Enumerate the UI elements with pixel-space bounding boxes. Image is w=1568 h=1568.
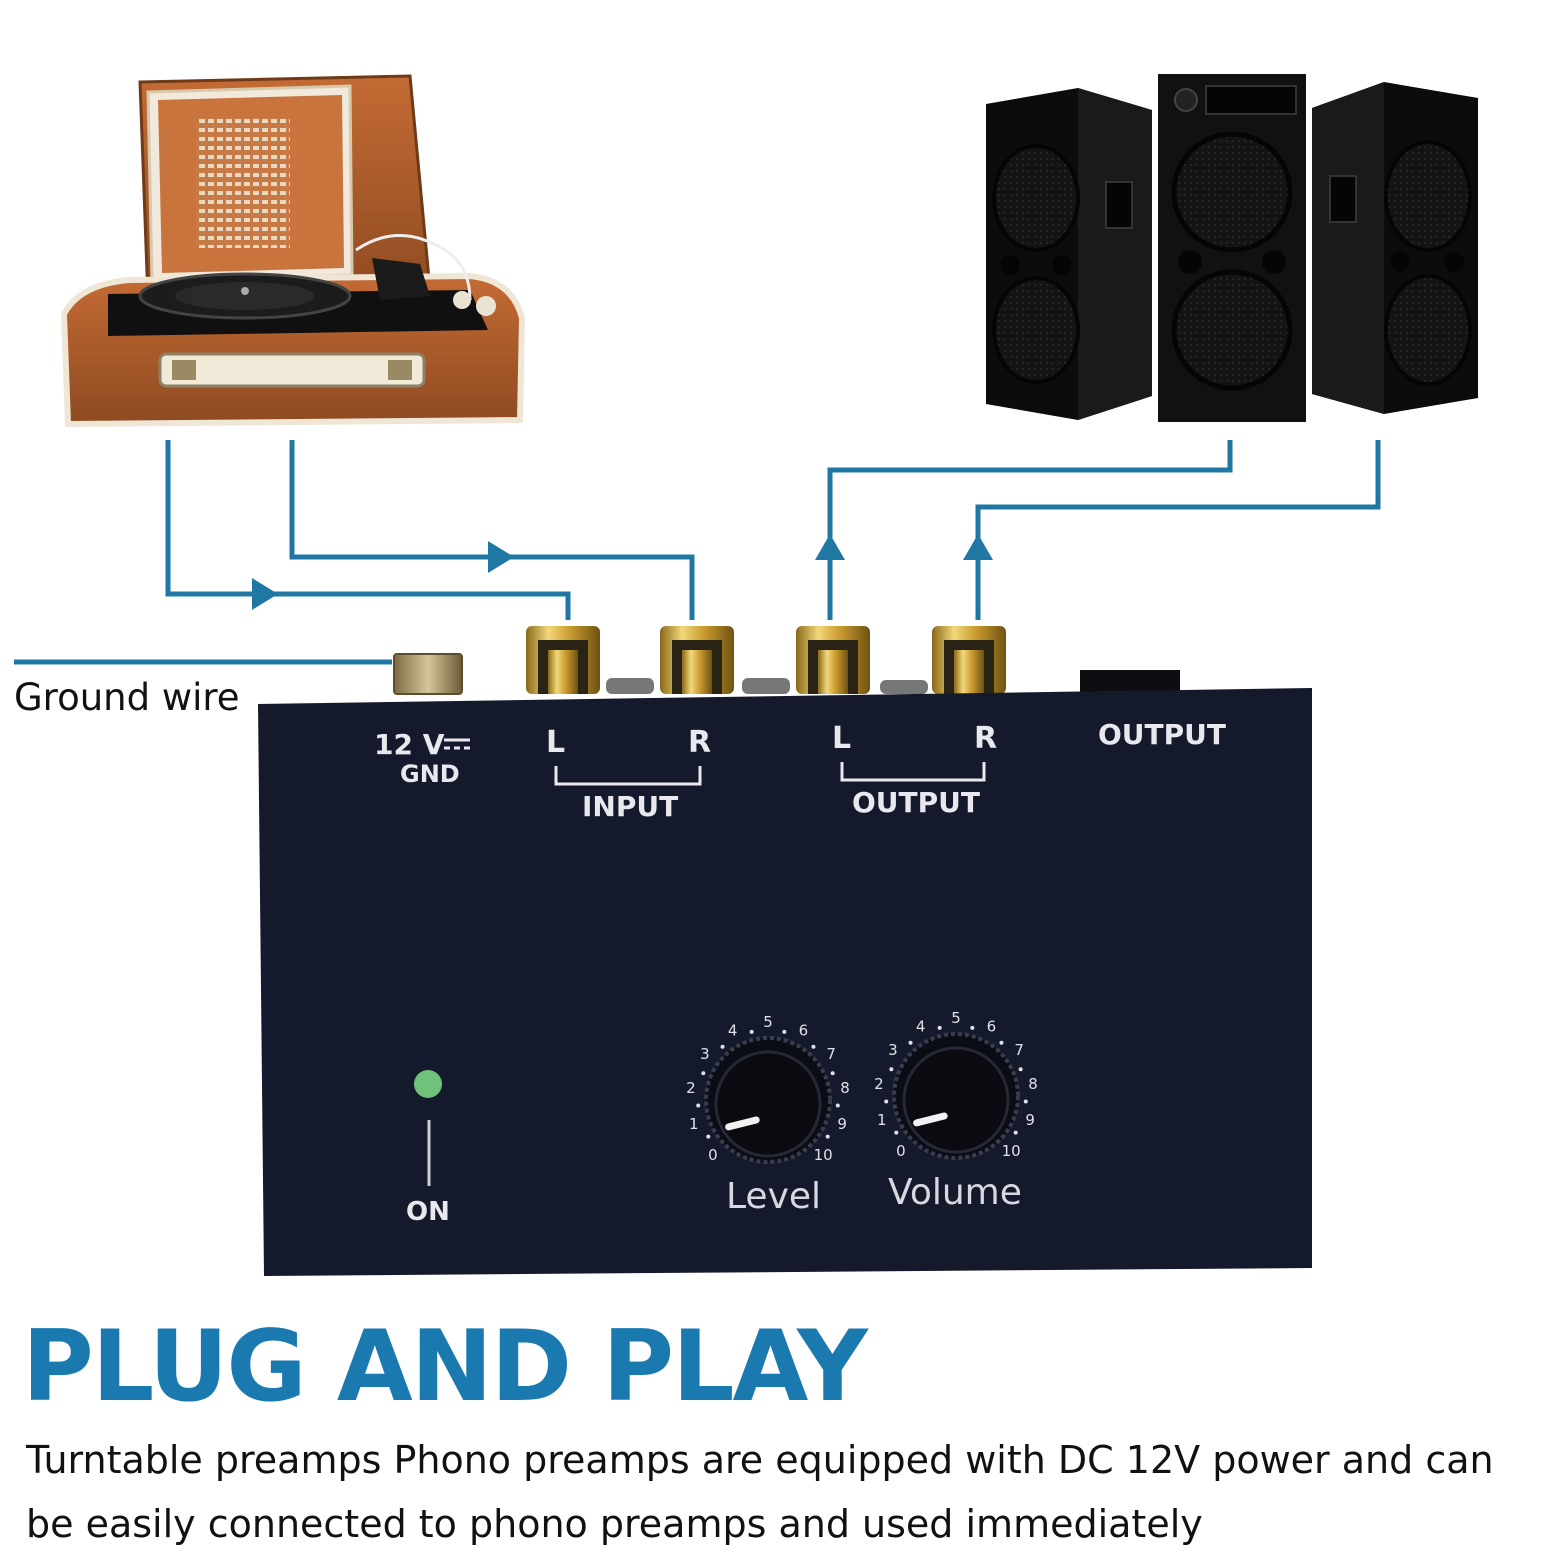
knob-scale-number: 1 [689, 1115, 699, 1133]
dc-symbol-icon [444, 738, 470, 750]
knob-scale-number: 8 [1028, 1075, 1038, 1093]
ground-terminal[interactable] [393, 653, 463, 695]
rca-jack-output-right[interactable] [932, 626, 1006, 694]
arrow-up-icon [963, 534, 993, 560]
knob-scale-number: 5 [951, 1009, 961, 1027]
description: Turntable preamps Phono preamps are equi… [26, 1438, 1494, 1546]
ground-wire-label: Ground wire [14, 676, 240, 719]
volume-label: Volume [888, 1172, 1022, 1213]
arrow-up-icon [815, 534, 845, 560]
input-right-label: R [688, 725, 711, 760]
rca-jack-input-left[interactable] [526, 626, 600, 694]
rca-jack-output-left[interactable] [796, 626, 870, 694]
knob-scale-number: 7 [1014, 1041, 1024, 1059]
knob-pointer [913, 1112, 948, 1127]
knob-scale-number: 4 [916, 1018, 926, 1036]
knob-scale-number: 2 [874, 1075, 884, 1093]
knob-scale-number: 0 [896, 1142, 906, 1160]
phono-preamp-device: 12 V GND L R INPUT L R OUTPUT OUTPUT ON … [258, 626, 1312, 1276]
input-left-line [165, 440, 571, 620]
on-label: ON [406, 1197, 450, 1227]
power-led [414, 1070, 442, 1098]
output-left-line [827, 440, 1233, 620]
volume-knob[interactable]: 01 234 5 678 910 [874, 1009, 1038, 1160]
input-label: INPUT [582, 790, 678, 823]
rca-jack-input-right[interactable] [660, 626, 734, 694]
output-port[interactable] [1080, 670, 1180, 694]
knob-scale-number: 10 [1002, 1142, 1021, 1160]
arrow-right-icon [488, 541, 514, 573]
knob-scale-number: 5 [763, 1013, 773, 1031]
knob-scale-number: 3 [700, 1045, 710, 1063]
knob-scale-number: 1 [877, 1111, 887, 1129]
output-label: OUTPUT [852, 786, 980, 819]
speakers-image [986, 74, 1478, 422]
level-label: Level [726, 1176, 821, 1217]
power-label: 12 V [374, 728, 445, 761]
gnd-label: GND [400, 760, 460, 788]
output-left-label: L [832, 721, 851, 756]
knob-scale-number: 8 [840, 1079, 850, 1097]
knob-scale-number: 10 [814, 1146, 833, 1164]
knob-scale-number: 9 [1025, 1111, 1035, 1129]
knob-scale-number: 9 [837, 1115, 847, 1133]
level-knob[interactable]: 01 234 5 678 910 [686, 1013, 850, 1164]
knob-pointer [725, 1116, 760, 1131]
turntable-image [60, 74, 526, 428]
knob-scale-number: 7 [826, 1045, 836, 1063]
output-bracket [840, 762, 986, 782]
output-right-line [975, 440, 1381, 620]
input-left-label: L [546, 725, 565, 760]
knob-scale-number: 6 [799, 1022, 809, 1040]
input-bracket [554, 766, 702, 786]
output-right-label: R [974, 721, 997, 756]
knob-scale-number: 6 [987, 1018, 997, 1036]
knob-scale-number: 2 [686, 1079, 696, 1097]
output-jack-label: OUTPUT [1098, 718, 1226, 751]
headline: PLUG AND PLAY [22, 1310, 868, 1424]
arrow-right-icon [252, 578, 278, 610]
knob-scale-number: 0 [708, 1146, 718, 1164]
knob-scale-number: 4 [728, 1022, 738, 1040]
knob-scale-number: 3 [888, 1041, 898, 1059]
